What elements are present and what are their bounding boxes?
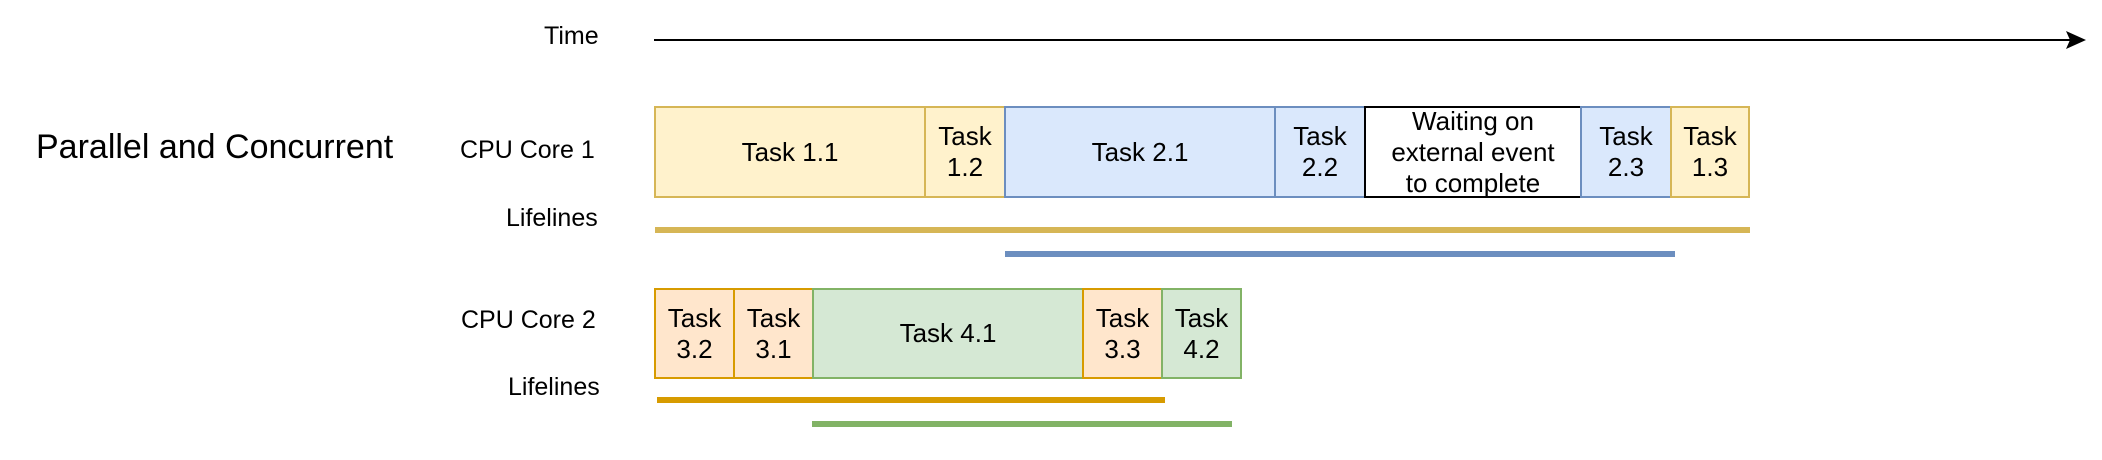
task-3-1-box: Task 3.1 bbox=[733, 288, 814, 379]
cpu-core-2-label: CPU Core 2 bbox=[461, 306, 596, 334]
task-1-1-box: Task 1.1 bbox=[654, 106, 926, 198]
task-1-3-box: Task 1.3 bbox=[1670, 106, 1750, 198]
lifeline-task-3 bbox=[657, 397, 1165, 403]
core-1-lifelines-label: Lifelines bbox=[506, 204, 598, 232]
task-4-2-box: Task 4.2 bbox=[1161, 288, 1242, 379]
task-3-2-box: Task 3.2 bbox=[654, 288, 735, 379]
core-2-lifelines-label: Lifelines bbox=[508, 373, 600, 401]
task-3-3-box: Task 3.3 bbox=[1082, 288, 1163, 379]
task-1-2-box: Task 1.2 bbox=[924, 106, 1006, 198]
task-2-3-box: Task 2.3 bbox=[1580, 106, 1672, 198]
diagram-title: Parallel and Concurrent bbox=[36, 128, 394, 166]
lifeline-task-2 bbox=[1005, 251, 1675, 257]
task-4-1-box: Task 4.1 bbox=[812, 288, 1084, 379]
task-2-2-box: Task 2.2 bbox=[1274, 106, 1366, 198]
cpu-core-1-label: CPU Core 1 bbox=[460, 136, 595, 164]
time-axis-arrow bbox=[654, 31, 2086, 49]
time-label: Time bbox=[544, 22, 599, 50]
lifeline-task-1 bbox=[655, 227, 1750, 233]
task-2-1-box: Task 2.1 bbox=[1004, 106, 1276, 198]
waiting-external-event-box: Waiting on external event to complete bbox=[1364, 106, 1582, 198]
lifeline-task-4 bbox=[812, 421, 1232, 427]
